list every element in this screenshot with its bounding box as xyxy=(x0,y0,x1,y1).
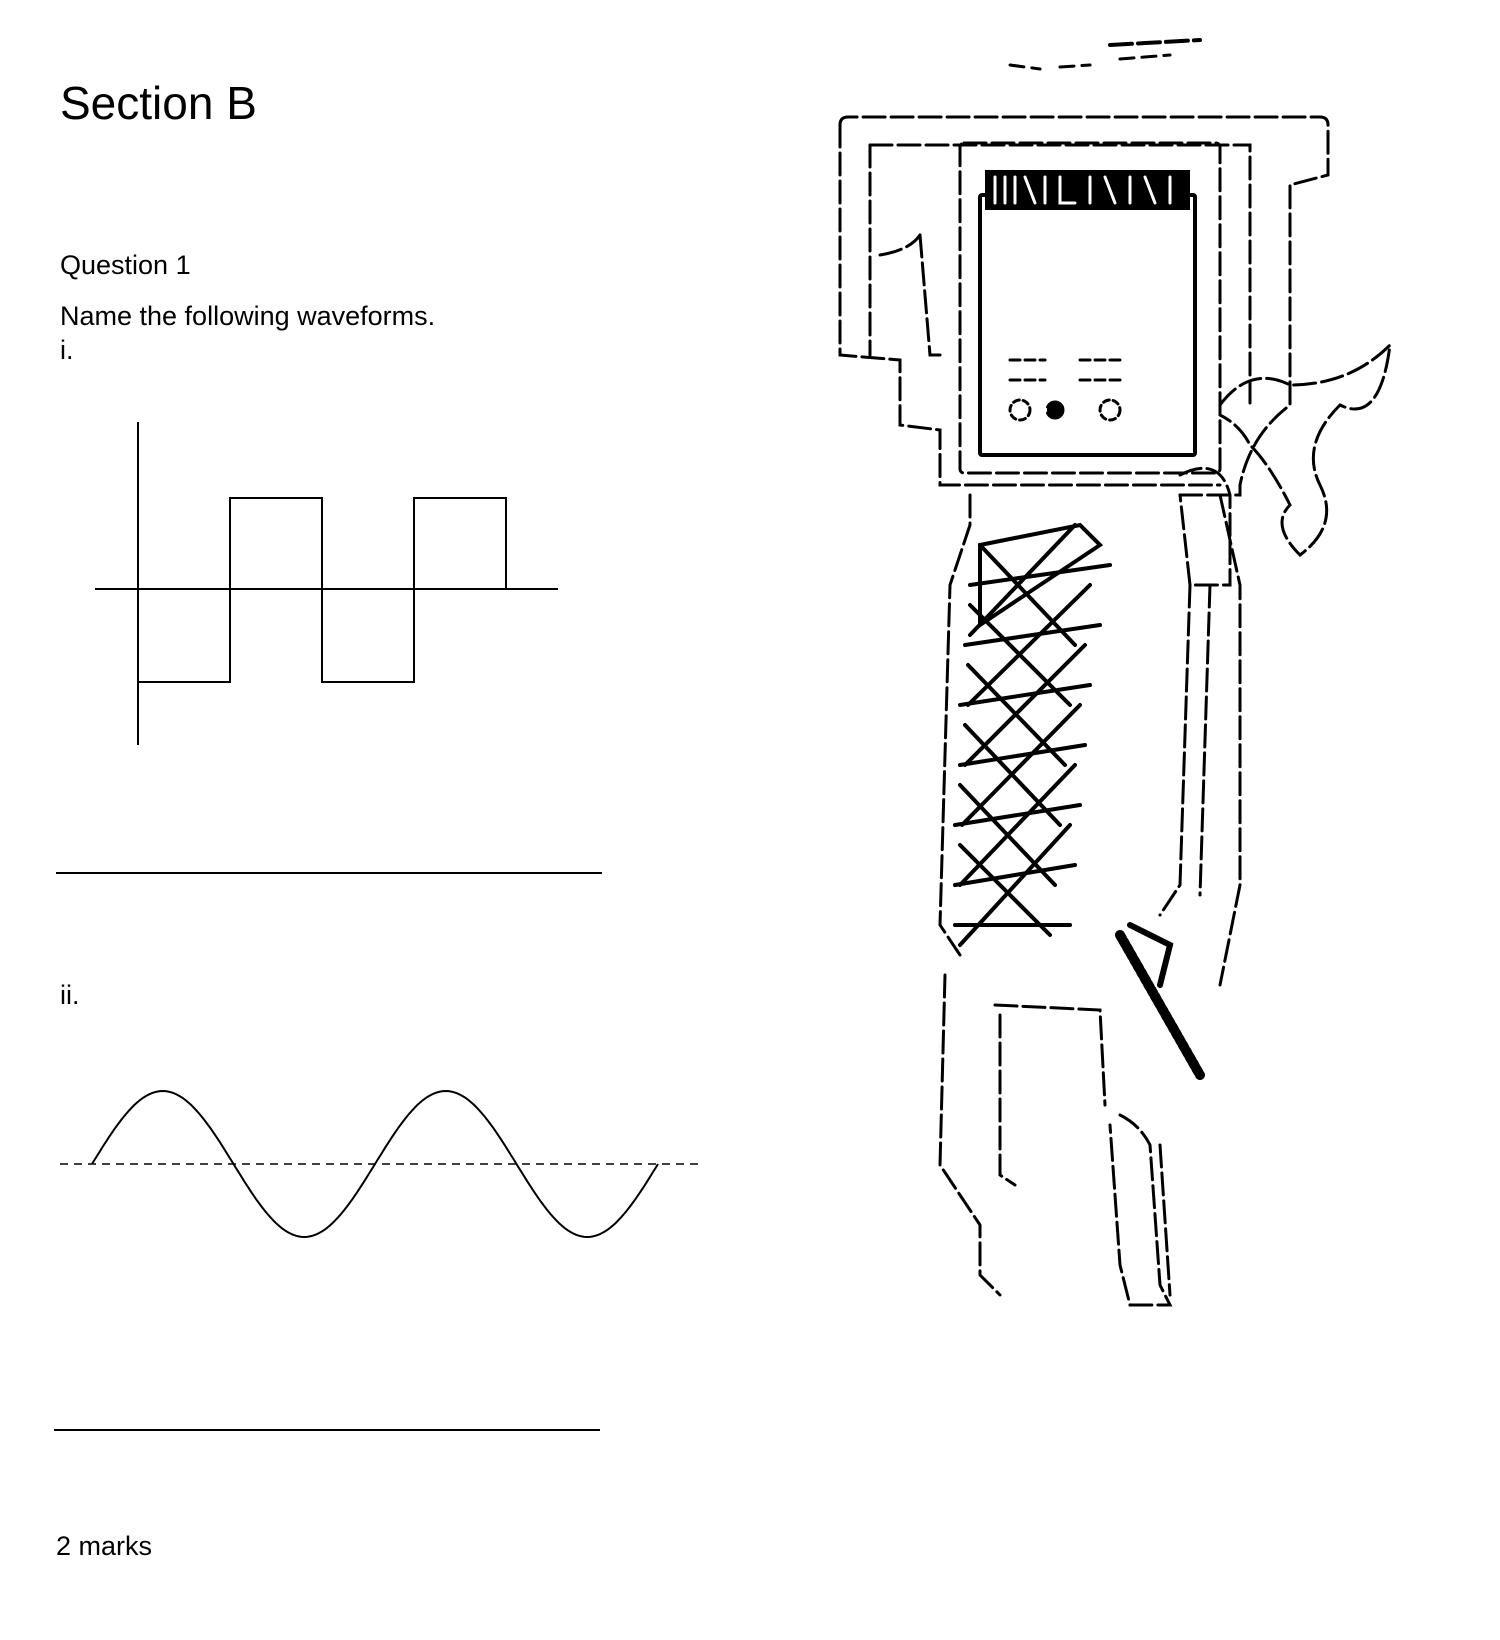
marks-label: 2 marks xyxy=(56,1531,153,1561)
sine-wave-trace xyxy=(91,1089,659,1239)
item-ii-label: ii. xyxy=(60,980,80,1010)
sine-wave-icon xyxy=(60,1089,700,1239)
item-i-label: i. xyxy=(60,335,74,365)
square-wave-trace xyxy=(138,497,507,683)
question-label: Question 1 xyxy=(60,250,191,280)
multimeter-illustration xyxy=(838,38,1393,1307)
answer-line-ii[interactable] xyxy=(54,1429,600,1431)
square-wave-icon xyxy=(95,422,558,745)
question-prompt: Name the following waveforms. xyxy=(60,301,436,331)
section-title: Section B xyxy=(60,77,257,129)
answer-line-i[interactable] xyxy=(56,872,602,874)
